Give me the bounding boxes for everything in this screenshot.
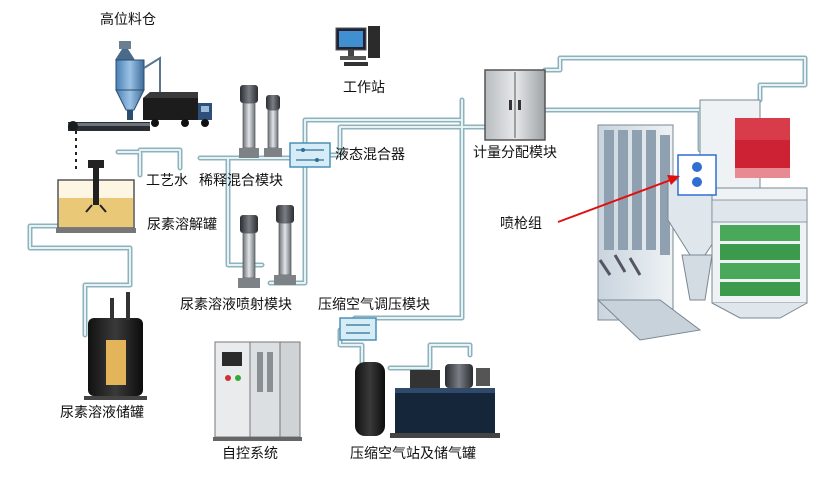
label-injection-module: 尿素溶液喷射模块 xyxy=(180,297,292,313)
liquid-mixer-box xyxy=(289,142,331,168)
storage-tank xyxy=(84,292,147,400)
label-lance-group: 喷枪组 xyxy=(500,215,542,232)
label-metering-module: 计量分配模块 xyxy=(473,145,557,161)
dissolve-tank xyxy=(56,160,136,233)
label-workstation: 工作站 xyxy=(343,80,385,96)
label-dilution-module: 稀释混合模块 xyxy=(199,173,283,189)
metering-cabinet xyxy=(484,69,546,141)
dilution-pumps xyxy=(239,85,282,158)
label-liquid-mixer: 液态混合器 xyxy=(335,147,405,163)
label-air-regulator: 压缩空气调压模块 xyxy=(318,297,430,313)
silo-hopper xyxy=(68,41,161,170)
label-storage-tank: 尿素溶液储罐 xyxy=(60,405,144,421)
boiler-structure xyxy=(596,99,808,341)
label-control-system: 自控系统 xyxy=(222,446,278,462)
injection-pumps xyxy=(238,205,296,288)
label-process-water: 工艺水 xyxy=(146,173,188,189)
label-silo: 高位料仓 xyxy=(100,11,156,28)
label-air-station: 压缩空气站及储气罐 xyxy=(350,446,476,462)
air-station xyxy=(355,362,500,438)
workstation-computer xyxy=(335,26,380,66)
label-dissolve-tank: 尿素溶解罐 xyxy=(147,217,217,233)
truck-illustration xyxy=(143,92,212,127)
air-regulator-box xyxy=(339,317,377,341)
control-cabinet xyxy=(213,341,302,441)
lance-pointer-arrow xyxy=(557,175,680,223)
